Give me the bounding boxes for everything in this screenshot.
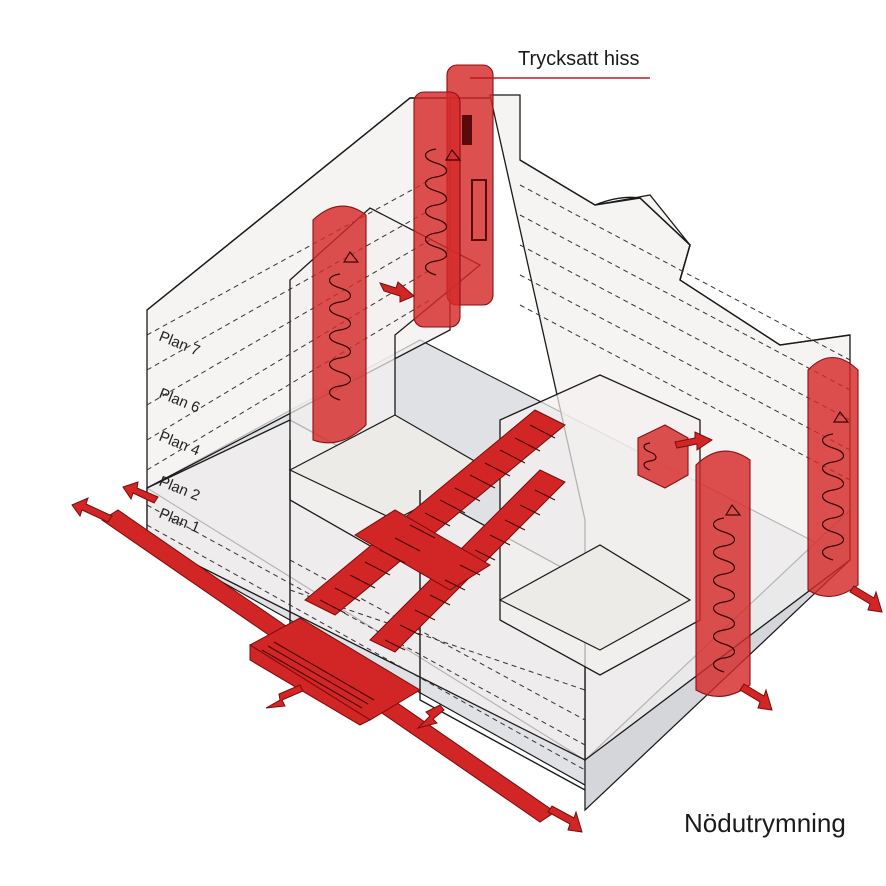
exit-arrow (849, 585, 883, 613)
exit-arrow (71, 497, 113, 523)
stair-box-small (637, 424, 714, 489)
pressurized-elevator-shaft (413, 64, 494, 328)
escape-stairs (304, 409, 566, 653)
exit-arrow (122, 481, 159, 504)
diagram-caption: Nödutrymning (684, 808, 846, 838)
exit-arrow (416, 704, 445, 729)
stair-shaft-left (312, 205, 367, 444)
stair-shaft-right-back (807, 356, 859, 597)
escape-ground-paths (101, 509, 556, 823)
exit-arrow (739, 683, 773, 711)
exit-arrow (379, 281, 415, 303)
elevator-callout-label: Trycksatt hiss (518, 48, 640, 70)
exit-arrows (71, 481, 883, 833)
stair-shaft-right-front (695, 450, 751, 697)
exit-arrow (265, 684, 304, 709)
floor-lines (146, 179, 851, 771)
exit-arrow (547, 805, 583, 833)
